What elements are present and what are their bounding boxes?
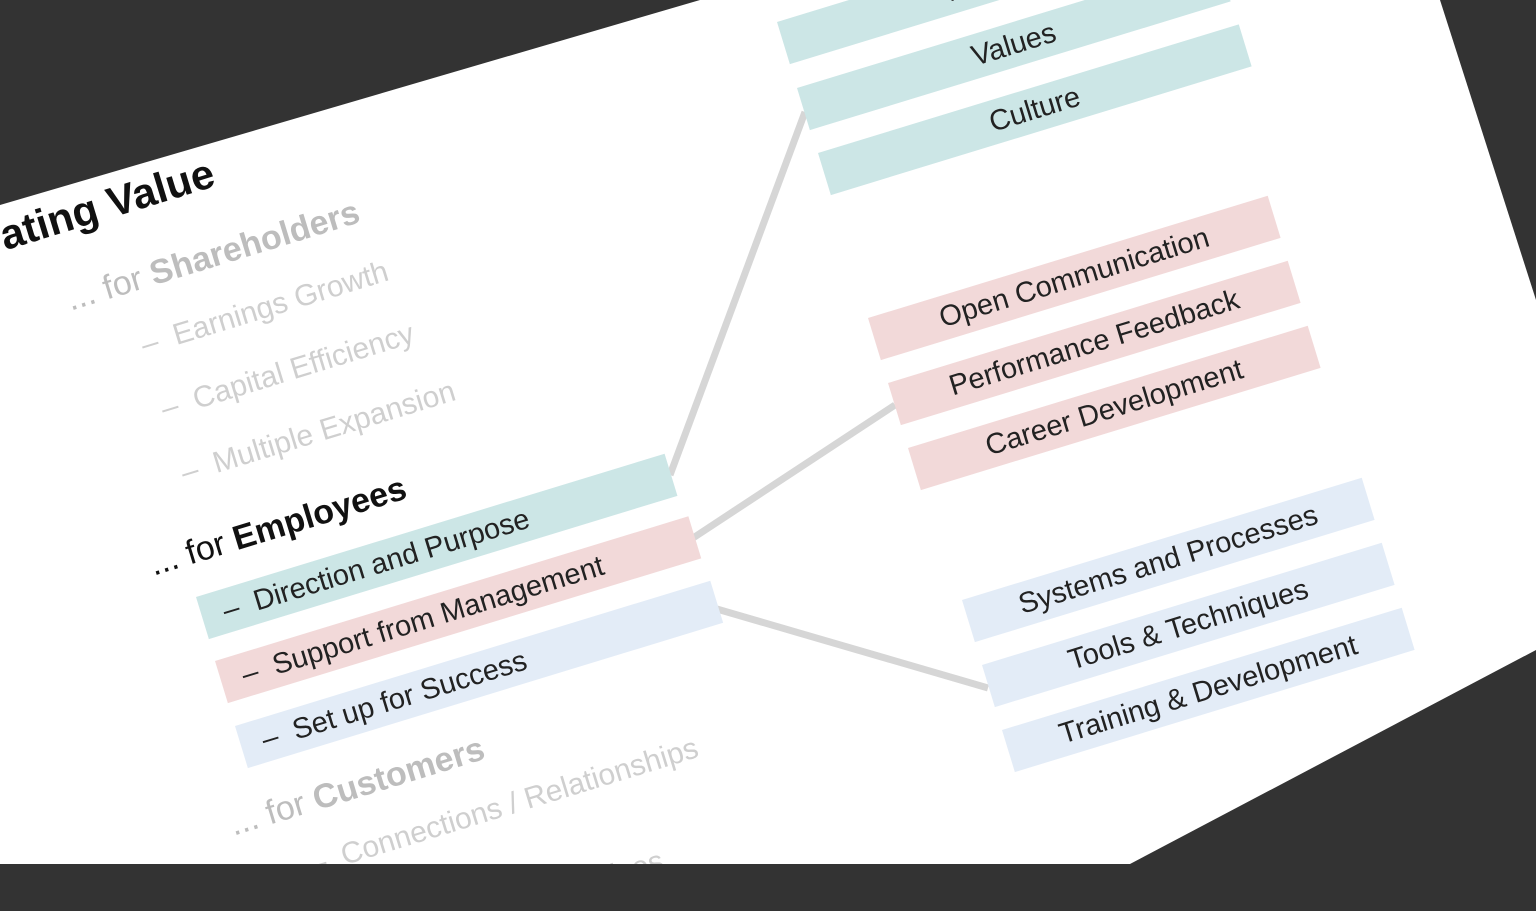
dash: – bbox=[305, 845, 331, 882]
connector-support-to-communication bbox=[688, 402, 897, 543]
dash: – bbox=[237, 655, 263, 691]
dash: – bbox=[218, 591, 244, 627]
slide: ating Value ... for Shareholders – Earni… bbox=[0, 0, 1536, 864]
connectors bbox=[666, 110, 989, 692]
connector-direction-to-mission bbox=[666, 110, 809, 477]
connector-success-to-systems bbox=[709, 603, 989, 692]
dash: – bbox=[257, 720, 283, 756]
